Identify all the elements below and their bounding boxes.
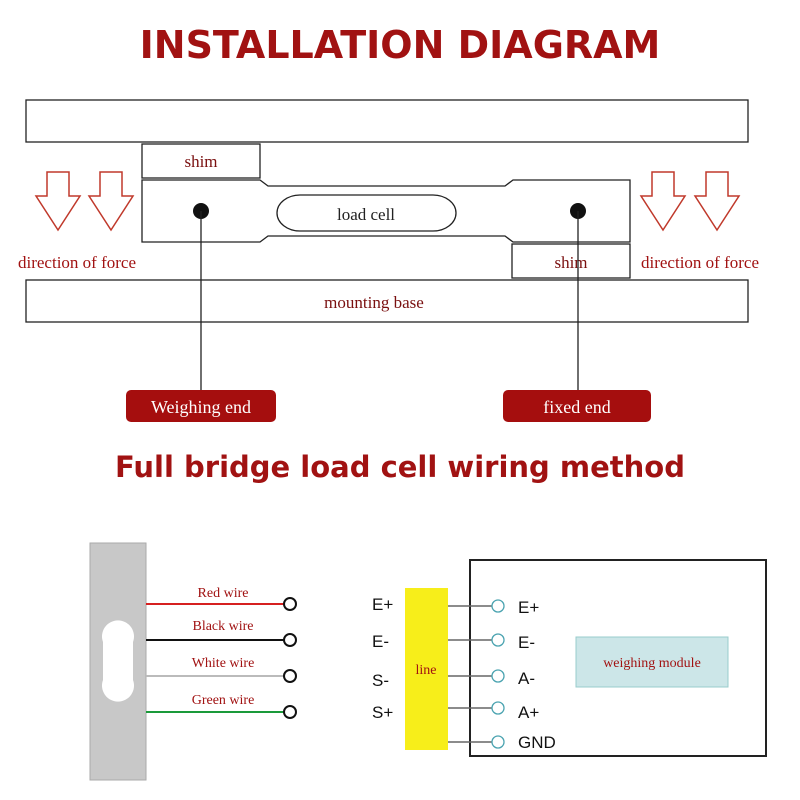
weighing-module-label: weighing module: [603, 656, 701, 671]
shim-top-label: shim: [184, 152, 217, 171]
wire-black: Black wire: [146, 619, 297, 647]
connection-lines: [448, 605, 492, 743]
load-cell-label: load cell: [337, 205, 395, 224]
load-cell-hole: [276, 194, 457, 232]
module-terminal-a-plus: A+: [518, 703, 539, 722]
wire-black-label: Black wire: [192, 619, 253, 634]
weighing-end-label: Weighing end: [151, 397, 251, 417]
line-box-label: line: [416, 663, 437, 678]
force-arrow-right-2: [694, 171, 740, 231]
module-terminal-a-minus: A-: [518, 669, 535, 688]
line-terminal-s-plus: S+: [372, 703, 393, 722]
wire-green: Green wire: [146, 693, 297, 719]
direction-of-force-left: direction of force: [18, 253, 136, 272]
wire-red-label: Red wire: [198, 586, 249, 601]
wire-white-label: White wire: [192, 656, 255, 671]
line-terminal-e-plus: E+: [372, 595, 393, 614]
force-arrow-left-1: [35, 171, 81, 231]
wire-green-label: Green wire: [192, 693, 255, 708]
fixed-end-label: fixed end: [543, 397, 610, 417]
line-box: [405, 588, 448, 750]
line-terminal-e-minus: E-: [372, 632, 389, 651]
top-plate: [25, 99, 749, 143]
module-terminal-e-plus: E+: [518, 598, 539, 617]
shim-top: [141, 143, 261, 179]
shim-bottom: [511, 243, 631, 279]
wire-red: Red wire: [146, 586, 297, 611]
line-terminal-s-minus: S-: [372, 671, 389, 690]
module-terminal-e-minus: E-: [518, 633, 535, 652]
weighing-module-box: [575, 636, 729, 688]
mounting-base-label: mounting base: [324, 293, 424, 312]
force-arrow-right-1: [640, 171, 686, 231]
wire-white: White wire: [146, 656, 297, 683]
shim-bottom-label: shim: [554, 253, 587, 272]
direction-of-force-right: direction of force: [641, 253, 759, 272]
force-arrow-left-2: [88, 171, 134, 231]
wiring-title: Full bridge load cell wiring method: [115, 450, 685, 484]
load-cell-side-hole: [102, 620, 134, 702]
module-terminals: [491, 599, 505, 749]
fixed-end-badge: [503, 390, 651, 422]
mounting-base: [25, 279, 749, 323]
weighing-end-badge: [126, 390, 276, 422]
main-title: INSTALLATION DIAGRAM: [140, 23, 661, 67]
module-terminal-gnd: GND: [518, 733, 556, 752]
